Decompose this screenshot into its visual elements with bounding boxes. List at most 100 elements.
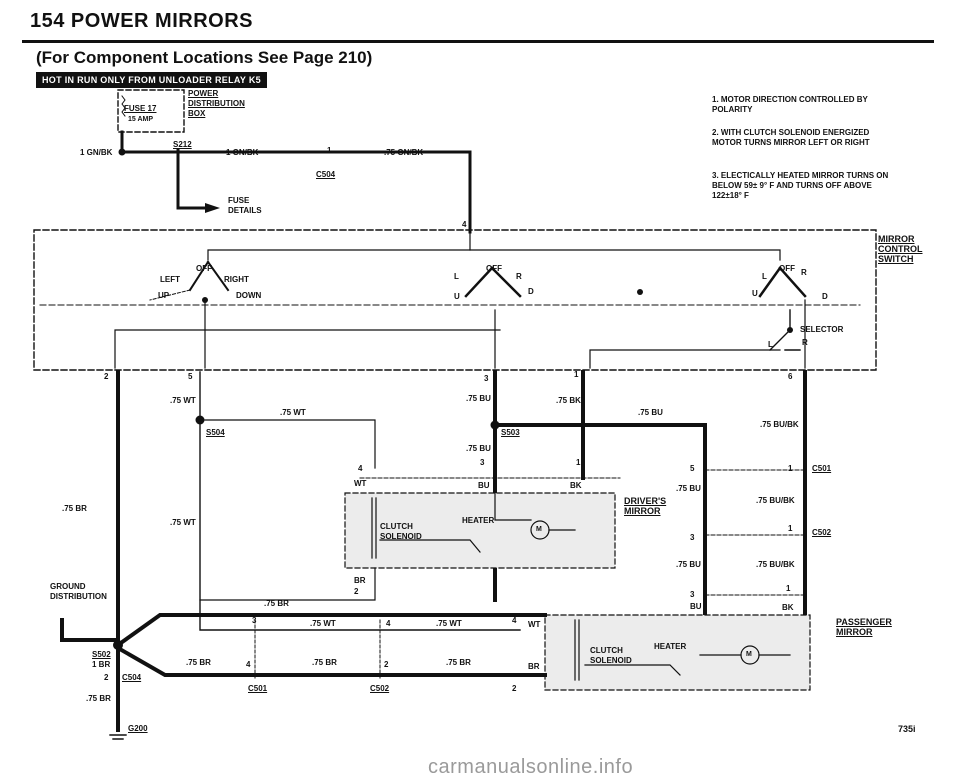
pin-label: 3 — [690, 533, 695, 542]
fuse-17-symbol — [121, 95, 126, 117]
pin-label: 3 — [484, 374, 489, 383]
switch-up-label: UP — [158, 291, 170, 300]
pin-label: 3 — [252, 616, 257, 625]
pin-label: 4 — [386, 619, 391, 628]
wire-label: .75 BR — [86, 694, 111, 703]
wire-label: .75 BU — [676, 484, 701, 493]
connector-c504: C504 — [316, 170, 336, 179]
wire-label: .75 BU — [466, 444, 491, 453]
passenger-motor-label: M — [746, 651, 752, 658]
mirror-control-switch-box — [33, 229, 877, 371]
fuse-details-wire — [176, 148, 207, 210]
pin-label: 1 — [786, 584, 791, 593]
switch-u-label: U — [752, 289, 758, 298]
pin-label: 4 — [462, 220, 467, 229]
pin-label: 6 — [788, 372, 793, 381]
pin-label: BU — [690, 602, 702, 611]
pin-label: 4 — [358, 464, 363, 473]
ground-g200: G200 — [128, 724, 148, 733]
wire-label: .75 WT — [170, 396, 196, 405]
selector-label: SELECTOR — [800, 325, 844, 334]
page-subtitle: (For Component Locations See Page 210) — [36, 48, 373, 67]
wire-label: .75 BU — [638, 408, 663, 417]
drivers-motor-label: M — [536, 526, 542, 533]
pin-label: 4 — [246, 660, 251, 669]
wire-label: .75 BU/BK — [760, 420, 799, 429]
pin-label: 5 — [188, 372, 193, 381]
pin-label: 2 — [104, 673, 109, 682]
connector-c502: C502 — [812, 528, 832, 537]
wire-label: .75 BR — [446, 658, 471, 667]
note-3: 3. ELECTICALLY HEATED MIRROR TURNS ON BE… — [712, 171, 889, 200]
wire-label: .75 BR — [264, 599, 289, 608]
passenger-heater-label: HEATER — [654, 642, 687, 651]
wire-label: 1 GN/BK — [226, 148, 259, 157]
pin-label: WT — [528, 620, 541, 629]
pin-label: 2 — [384, 660, 389, 669]
selector-l-label: L — [768, 340, 773, 349]
splice-s212: S212 — [173, 140, 192, 149]
pin-label: 1 — [327, 146, 332, 155]
wire-label: .75 BK — [556, 396, 581, 405]
wire-label: .75 BR — [62, 504, 87, 513]
splice-s503: S503 — [501, 428, 520, 437]
wire-label: .75 BR — [312, 658, 337, 667]
wire-label: .75 BU/BK — [756, 560, 795, 569]
pin-label: 3 — [480, 458, 485, 467]
power-distribution-box — [117, 89, 185, 133]
switch-u-label: U — [454, 292, 460, 301]
splice-s502: S502 — [92, 650, 111, 659]
model-label: 735i — [898, 724, 916, 734]
ground-g200-symbol — [109, 734, 127, 740]
wire-label: .75 WT — [170, 518, 196, 527]
pin-label: 3 — [690, 590, 695, 599]
switch-l-label: L — [454, 272, 459, 281]
switch-d-label: D — [822, 292, 828, 301]
ground-wire-br — [115, 645, 547, 677]
fuse-17-label: FUSE 17 — [124, 104, 157, 113]
title-rule — [22, 40, 934, 43]
splice-s504: S504 — [206, 428, 225, 437]
pin-label: 4 — [512, 616, 517, 625]
pin-label: WT — [354, 479, 367, 488]
switch-d-label: D — [528, 287, 534, 296]
watermark: carmanualsonline.info — [428, 756, 634, 778]
wire-label: .75 BU/BK — [756, 496, 795, 505]
wire-label: .75 GN/BK — [384, 148, 424, 157]
pin-label: 1 — [574, 370, 579, 379]
wire-label: .75 WT — [436, 619, 462, 628]
wire-label: .75 BU — [466, 394, 491, 403]
connector-c502: C502 — [370, 684, 390, 693]
pin-label: BU — [478, 481, 490, 490]
switch-off-label: OFF — [196, 264, 212, 273]
pin-label: 1 — [788, 524, 793, 533]
note-2: 2. WITH CLUTCH SOLENOID ENERGIZED MOTOR … — [712, 128, 870, 147]
pin-label: 2 — [512, 684, 517, 693]
wire-label: .75 WT — [310, 619, 336, 628]
selector-r-label: R — [802, 338, 808, 347]
wire-label: .75 BR — [186, 658, 211, 667]
connector-c504: C504 — [122, 673, 142, 682]
pin-label: 1 — [788, 464, 793, 473]
pin-label: 5 — [690, 464, 695, 473]
switch-right-label: RIGHT — [224, 275, 249, 284]
page-title: 154 POWER MIRRORS — [30, 10, 253, 32]
connector-c501: C501 — [248, 684, 268, 693]
switch-r-label: R — [801, 268, 807, 277]
pin-label: 2 — [354, 587, 359, 596]
switch-down-label: DOWN — [236, 291, 262, 300]
note-1: 1. MOTOR DIRECTION CONTROLLED BY POLARIT… — [712, 95, 868, 114]
switch-left-label: LEFT — [160, 275, 180, 284]
pin-label: BR — [354, 576, 366, 585]
switch-off-label: OFF — [779, 264, 795, 273]
wire-label: .75 WT — [280, 408, 306, 417]
connector-c501: C501 — [812, 464, 832, 473]
